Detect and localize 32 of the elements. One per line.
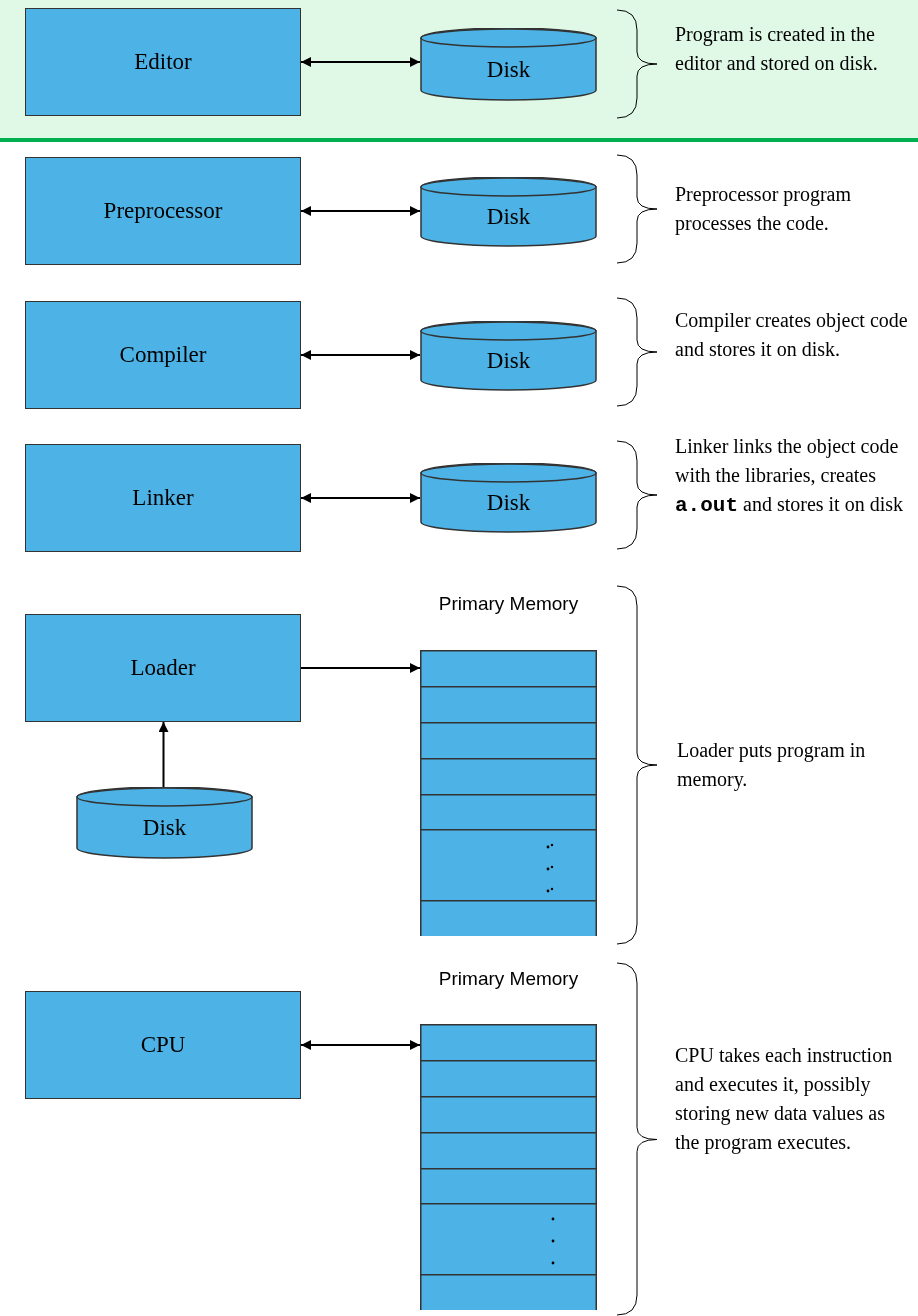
description-text: CPU takes each instruction and executes it, possibly storing new data values as the program executes. xyxy=(675,1043,894,1156)
arrow xyxy=(158,721,169,788)
disk-label: Disk xyxy=(485,347,532,375)
process-box xyxy=(25,301,301,409)
box-label: CPU xyxy=(140,1032,186,1058)
description-text: Program is created in the editor and stored on disk. xyxy=(675,22,879,76)
disk-label: Disk xyxy=(485,55,532,84)
disk-label: Disk xyxy=(485,489,532,517)
disk-label: Disk xyxy=(485,203,532,231)
description-text: Compiler creates object code and stores it on disk. xyxy=(675,308,909,362)
arrow xyxy=(300,663,421,673)
description-text: Linker links the object code with the libraries, creates a.out and stores it on disk xyxy=(675,434,904,519)
description-text: Preprocessor program processes the code. xyxy=(675,182,853,237)
box-label: Linker xyxy=(132,485,194,511)
box-label: Editor xyxy=(134,49,192,75)
process-box xyxy=(25,157,301,265)
arrow xyxy=(300,57,421,67)
arrow xyxy=(300,1040,421,1050)
arrow xyxy=(300,206,421,216)
process-box xyxy=(25,444,301,552)
memory-heading: Primary Memory xyxy=(437,967,580,991)
process-box xyxy=(25,991,301,1099)
process-box xyxy=(25,8,301,116)
arrow xyxy=(300,350,421,360)
box-label: Preprocessor xyxy=(103,198,223,224)
box-label: Loader xyxy=(130,655,196,681)
process-box xyxy=(25,614,301,722)
box-label: Compiler xyxy=(119,342,207,368)
memory-heading: Primary Memory xyxy=(437,592,580,616)
description-text: Loader puts program in memory. xyxy=(677,738,867,793)
disk-label: Disk xyxy=(141,814,188,842)
arrow xyxy=(300,493,421,503)
